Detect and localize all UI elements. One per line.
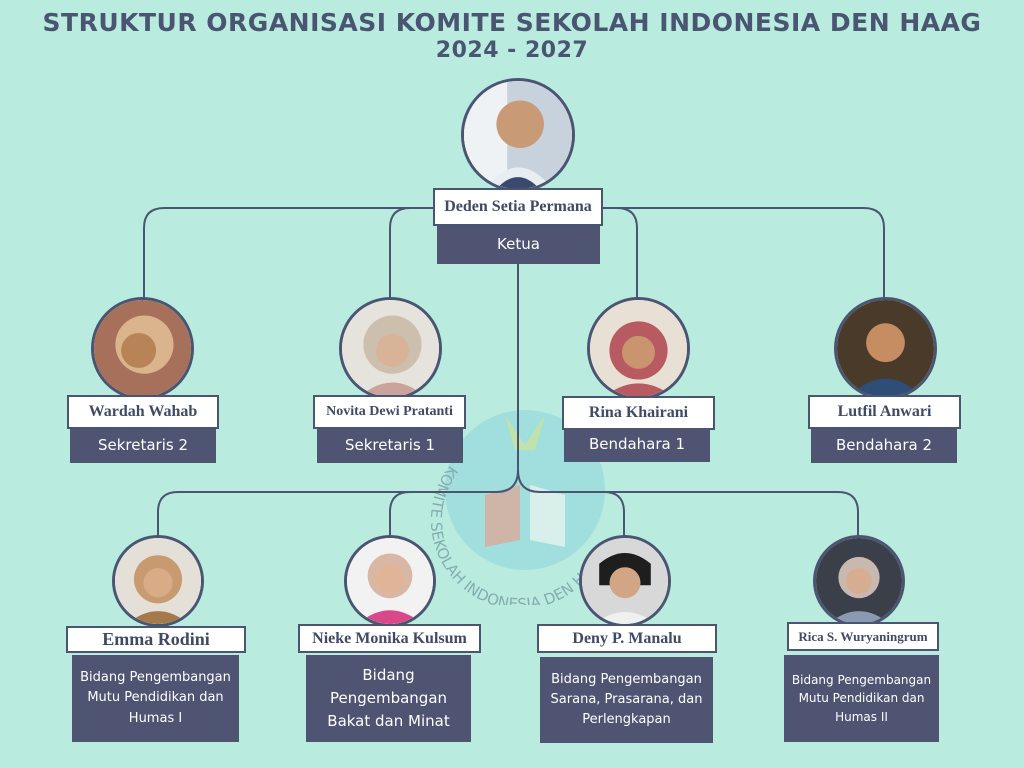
avatar-lutfil-anwari: [834, 297, 937, 400]
name-deny-p-manalu: Deny P. Manalu: [537, 624, 717, 653]
avatar-novita-dewi-pratanti: [339, 297, 442, 400]
chart-period: 2024 - 2027: [435, 38, 589, 63]
name-emma-rodini: Emma Rodini: [66, 626, 246, 653]
connector-lutfil: [603, 207, 885, 300]
chair-role: Ketua: [437, 226, 600, 264]
role-rica-s-wuryaningrum: Bidang Pengembangan Mutu Pendidikan dan …: [784, 655, 939, 742]
avatar-rica-s-wuryaningrum: [813, 535, 905, 627]
avatar-rina-khairani: [587, 297, 690, 400]
role-rina-khairani: Bendahara 1: [564, 428, 710, 462]
chart-title: STRUKTUR ORGANISASI KOMITE SEKOLAH INDON…: [42, 8, 982, 37]
role-lutfil-anwari: Bendahara 2: [811, 429, 957, 463]
connector-nieke: [389, 491, 411, 540]
role-deny-p-manalu: Bidang Pengembangan Sarana, Prasarana, d…: [540, 657, 713, 743]
avatar-chair: [461, 78, 575, 192]
role-emma-rodini: Bidang Pengembangan Mutu Pendidikan dan …: [72, 655, 239, 742]
name-rina-khairani: Rina Khairani: [562, 396, 715, 430]
avatar-deny-p-manalu: [579, 535, 671, 627]
role-wardah-wahab: Sekretaris 2: [70, 429, 216, 463]
role-nieke-monika-kulsum: Bidang Pengembangan Bakat dan Minat: [306, 655, 471, 742]
name-novita-dewi-pratanti: Novita Dewi Pratanti: [313, 395, 466, 429]
avatar-emma-rodini: [112, 535, 204, 627]
name-rica-s-wuryaningrum: Rica S. Wuryaningrum: [787, 622, 939, 651]
name-wardah-wahab: Wardah Wahab: [67, 395, 219, 429]
connector-novita: [389, 207, 434, 300]
avatar-nieke-monika-kulsum: [344, 535, 436, 627]
logo-book-right: [530, 485, 565, 547]
chair-name: Deden Setia Permana: [433, 188, 603, 226]
logo-book-left: [485, 485, 520, 547]
connector-trunk-left: [157, 469, 519, 540]
avatar-wardah-wahab: [91, 297, 194, 400]
name-lutfil-anwari: Lutfil Anwari: [808, 395, 961, 429]
connector-trunk-right: [517, 262, 859, 540]
role-novita-dewi-pratanti: Sekretaris 1: [317, 429, 463, 463]
connector-wardah: [143, 207, 434, 300]
logo-wings: [505, 415, 545, 450]
name-nieke-monika-kulsum: Nieke Monika Kulsum: [298, 624, 481, 653]
connector-deny: [603, 491, 625, 540]
connector-rina: [603, 207, 638, 300]
